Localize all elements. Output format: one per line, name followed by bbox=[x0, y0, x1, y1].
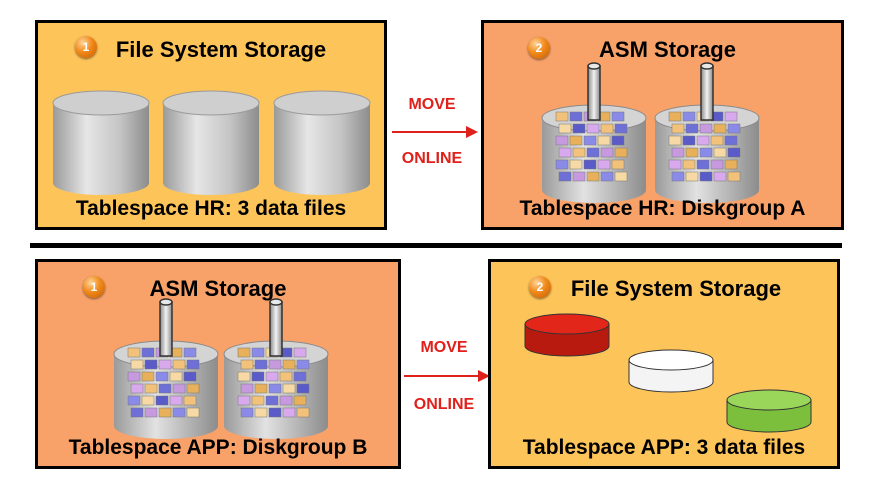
panel-title: File System Storage bbox=[570, 276, 782, 301]
step-1-badge: 1 bbox=[83, 276, 105, 298]
asm-disk-icon bbox=[541, 62, 647, 203]
disk-icon bbox=[162, 90, 260, 195]
data-file-green-icon bbox=[726, 389, 812, 433]
panel-title: ASM Storage bbox=[599, 37, 736, 62]
panel-title: ASM Storage bbox=[149, 276, 287, 301]
arrow-label-online: ONLINE bbox=[401, 150, 463, 167]
panel-caption: Tablespace HR: Diskgroup A bbox=[519, 197, 806, 220]
panel-title: File System Storage bbox=[115, 37, 327, 62]
asm-disk-icon bbox=[654, 62, 760, 203]
arrow-label-move: MOVE bbox=[420, 339, 468, 356]
panel-file-system-storage-app: 2 File System Storage Tablespace APP: 3 … bbox=[488, 259, 840, 469]
arrow-label-online: ONLINE bbox=[413, 396, 475, 413]
step-1-badge: 1 bbox=[75, 36, 97, 58]
panel-asm-storage-hr: 2 ASM Storage Tablespace HR: Diskgroup A bbox=[481, 20, 844, 230]
section-divider bbox=[30, 243, 842, 248]
asm-disk-icon bbox=[223, 298, 329, 439]
asm-disk-icon bbox=[113, 298, 219, 439]
panel-caption: Tablespace APP: 3 data files bbox=[522, 436, 806, 459]
asm-diskgroup-graphic bbox=[541, 62, 760, 203]
data-file-white-icon bbox=[628, 349, 714, 393]
panel-file-system-storage-hr: 1 File System Storage Tablespace HR: 3 d… bbox=[35, 20, 387, 230]
panel-caption: Tablespace HR: 3 data files bbox=[75, 197, 347, 220]
step-2-badge: 2 bbox=[529, 276, 551, 298]
arrow-label-move: MOVE bbox=[408, 96, 456, 113]
filesystem-files-graphic bbox=[524, 313, 812, 433]
filesystem-disks-graphic bbox=[52, 90, 371, 195]
data-file-red-icon bbox=[524, 313, 610, 357]
asm-diskgroup-graphic bbox=[113, 298, 329, 439]
panel-caption: Tablespace APP: Diskgroup B bbox=[68, 436, 368, 459]
step-2-badge: 2 bbox=[528, 37, 550, 59]
disk-icon bbox=[273, 90, 371, 195]
disk-icon bbox=[52, 90, 150, 195]
panel-asm-storage-app: 1 ASM Storage Tablespace APP: Diskgroup … bbox=[35, 259, 401, 469]
